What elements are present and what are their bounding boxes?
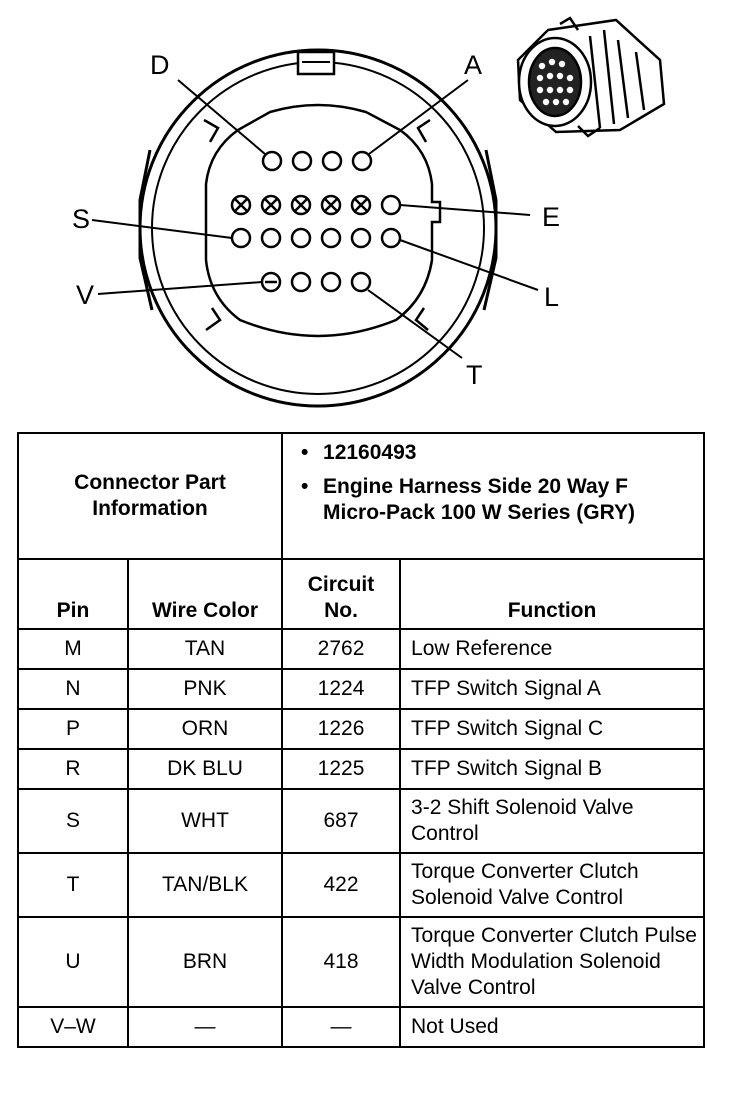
- callout-label-d: D: [150, 50, 170, 80]
- connector-description: Engine Harness Side 20 Way F Micro-Pack …: [301, 474, 695, 526]
- cell-circuit: 1225: [281, 748, 402, 790]
- cell-pin: R: [17, 748, 129, 790]
- callout-label-s: S: [72, 204, 90, 234]
- table-row: S WHT 687 3-2 Shift Solenoid Valve Contr…: [17, 788, 706, 854]
- table-row: N PNK 1224 TFP Switch Signal A: [17, 668, 706, 710]
- pin-field-outline: [204, 103, 442, 338]
- cell-pin: P: [17, 708, 129, 750]
- connector-inner-ring: [151, 61, 485, 395]
- table-row: R DK BLU 1225 TFP Switch Signal B: [17, 748, 706, 790]
- callout-label-a: A: [464, 50, 482, 80]
- cell-pin: M: [17, 628, 129, 670]
- connector-table-wrapper: Connector Part Information 12160493 Engi…: [16, 432, 706, 1048]
- cell-wire-color: —: [126, 1006, 284, 1048]
- cell-function: Torque Converter Clutch Pulse Width Modu…: [399, 916, 706, 1008]
- pin-row-2: [230, 194, 402, 216]
- cell-pin: N: [17, 668, 129, 710]
- connector-info-row: Connector Part Information 12160493 Engi…: [16, 432, 706, 560]
- column-header-circuit-no: Circuit No.: [281, 558, 402, 630]
- cell-pin: U: [17, 916, 129, 1008]
- connector-thumbnail-pins: [536, 58, 574, 106]
- cell-function: Low Reference: [399, 628, 706, 670]
- table-row: T TAN/BLK 422 Torque Converter Clutch So…: [17, 852, 706, 918]
- cell-wire-color: TAN: [126, 628, 284, 670]
- cell-function: 3-2 Shift Solenoid Valve Control: [399, 788, 706, 854]
- cell-function: TFP Switch Signal A: [399, 668, 706, 710]
- cell-circuit: 418: [281, 916, 402, 1008]
- callout-label-v: V: [76, 280, 94, 310]
- callout-label-e: E: [542, 202, 560, 232]
- connector-rib-right: [482, 149, 498, 311]
- pin-row-4: [260, 271, 372, 293]
- table-row: M TAN 2762 Low Reference: [17, 628, 706, 670]
- connector-part-number: 12160493: [301, 440, 695, 466]
- column-header-wire-color: Wire Color: [126, 558, 284, 630]
- cell-function: Torque Converter Clutch Solenoid Valve C…: [399, 852, 706, 918]
- table-row: U BRN 418 Torque Converter Clutch Pulse …: [17, 916, 706, 1008]
- callout-lines: [91, 79, 539, 359]
- connector-pinout-table: Connector Part Information 12160493 Engi…: [16, 432, 706, 1048]
- connector-part-info-details: 12160493 Engine Harness Side 20 Way F Mi…: [281, 432, 706, 560]
- column-header-pin: Pin: [17, 558, 129, 630]
- pin-row-3: [230, 227, 402, 249]
- column-header-function: Function: [399, 558, 706, 630]
- cell-circuit: 422: [281, 852, 402, 918]
- cell-circuit: 2762: [281, 628, 402, 670]
- callout-label-l: L: [544, 282, 559, 312]
- cell-wire-color: WHT: [126, 788, 284, 854]
- pin-row-1: [261, 150, 373, 172]
- cell-function: TFP Switch Signal B: [399, 748, 706, 790]
- cell-pin: S: [17, 788, 129, 854]
- callout-label-t: T: [466, 360, 483, 390]
- cell-wire-color: DK BLU: [126, 748, 284, 790]
- cell-circuit: 687: [281, 788, 402, 854]
- cell-function: Not Used: [399, 1006, 706, 1048]
- connector-part-info-title: Connector Part Information: [16, 432, 284, 560]
- connector-rib-left: [138, 149, 154, 311]
- table-row: P ORN 1226 TFP Switch Signal C: [17, 708, 706, 750]
- cell-pin: T: [17, 852, 129, 918]
- cell-function: TFP Switch Signal C: [399, 708, 706, 750]
- connector-face-diagram: D A S E V L T: [72, 16, 666, 408]
- cell-circuit: —: [281, 1006, 402, 1048]
- table-row: V–W — — Not Used: [17, 1006, 706, 1048]
- cell-wire-color: ORN: [126, 708, 284, 750]
- cell-circuit: 1226: [281, 708, 402, 750]
- column-header-row: Pin Wire Color Circuit No. Function: [17, 558, 706, 630]
- connector-outer-ring: [138, 48, 498, 408]
- cell-wire-color: BRN: [126, 916, 284, 1008]
- cavity-plug-marks: [234, 198, 368, 212]
- cell-circuit: 1224: [281, 668, 402, 710]
- cell-wire-color: PNK: [126, 668, 284, 710]
- cell-wire-color: TAN/BLK: [126, 852, 284, 918]
- cell-pin: V–W: [17, 1006, 129, 1048]
